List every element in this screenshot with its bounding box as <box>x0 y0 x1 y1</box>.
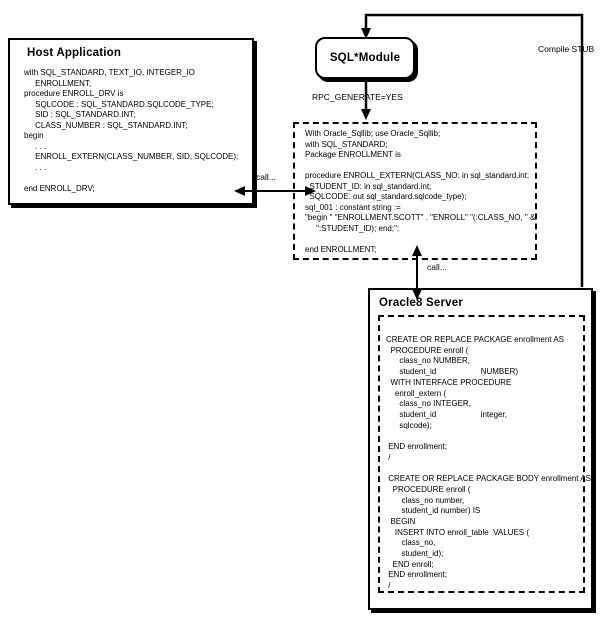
compile-stub-label: Compile STUB <box>538 44 595 54</box>
generated-package-spec-code: With Oracle_Sqllib; use Oracle_Sqllib; w… <box>305 129 536 254</box>
sql-module-title: SQL*Module <box>329 52 401 64</box>
generated-package-spec-box: With Oracle_Sqllib; use Oracle_Sqllib; w… <box>293 122 537 260</box>
host-application-box: Host Application with SQL_STANDARD, TEXT… <box>8 38 254 205</box>
host-application-title: Host Application <box>27 47 122 59</box>
host-application-code: with SQL_STANDARD, TEXT_IO, INTEGER_IO E… <box>24 68 239 193</box>
server-package-inner-box: CREATE OR REPLACE PACKAGE enrollment AS … <box>378 315 591 593</box>
call-label-server: call... <box>427 262 447 272</box>
sql-module-box: SQL*Module <box>315 37 415 79</box>
oracle8-server-title: Oracle8 Server <box>379 297 464 309</box>
oracle8-server-box: Oracle8 Server CREATE OR REPLACE PACKAGE… <box>368 288 593 610</box>
rpc-generate-label: RPC_GENERATE=YES <box>312 92 403 102</box>
call-label-host: call... <box>256 172 276 182</box>
server-package-code: CREATE OR REPLACE PACKAGE enrollment AS … <box>386 335 591 591</box>
rpc-generate-arrowhead-icon <box>361 109 371 120</box>
